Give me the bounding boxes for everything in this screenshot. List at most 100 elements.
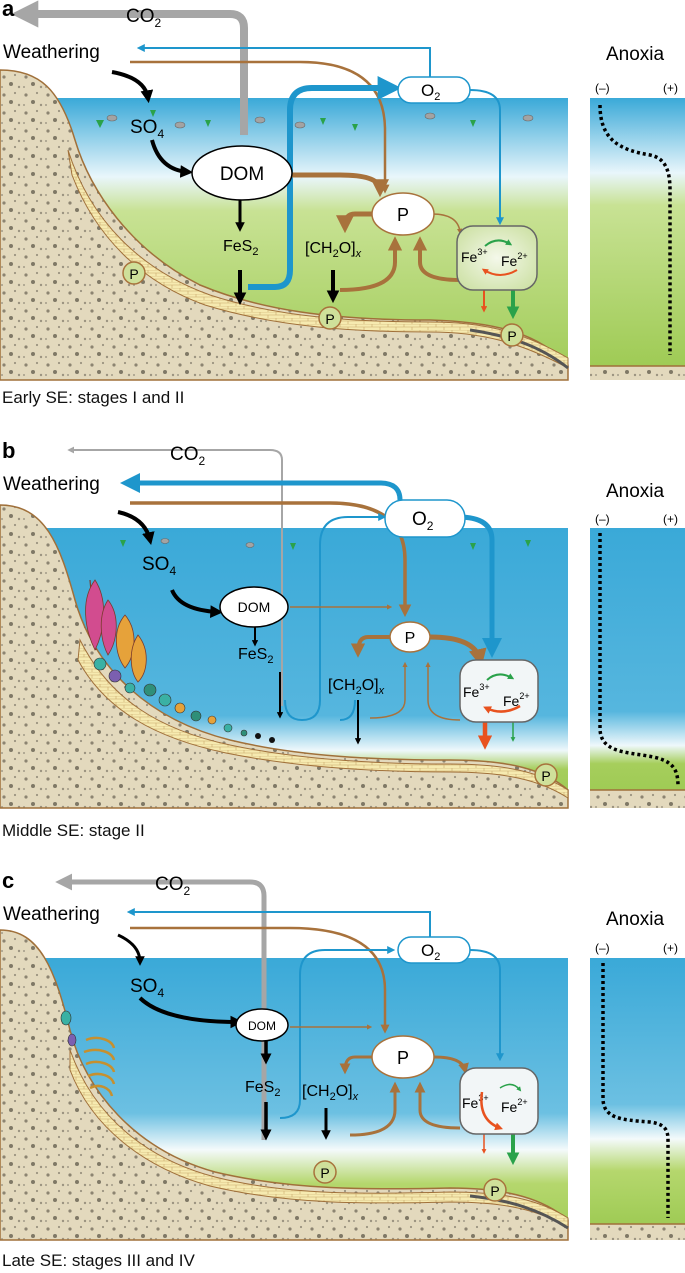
fes2-label: FeS2 [245,1079,280,1099]
sediment-particles [160,538,255,548]
so4-label: SO4 [130,117,164,141]
o2-node [397,936,471,964]
black-shale [469,328,569,370]
p-to-ch2o-arrow [339,1055,372,1075]
anoxia-plus-label: (+) [663,941,678,955]
sediment-p-marker: P [122,261,146,285]
p-to-fe-arrow [433,1055,469,1075]
dom-label: DOM [220,164,264,185]
fe-reduction-arrow [484,239,513,247]
anoxia-plus-label: (+) [663,81,678,95]
svg-text:P: P [129,266,138,282]
anoxia-curve [598,104,672,355]
marine-plankton [120,540,531,550]
so4-to-dom-arrow [170,589,224,618]
weathering-to-so4-arrow [117,510,155,545]
svg-text:P: P [490,1183,499,1199]
panel-a: DOM P O2 Fe3+ Fe2+ P P P a CO2 Weatherin… [0,0,685,407]
dom-label: DOM [238,599,271,615]
dom-label: DOM [248,1019,276,1033]
p-label: P [405,630,416,647]
panel-c: DOM P O2 Fe3+ Fe2+ P P c CO2 Weathering … [0,868,685,1270]
dom-to-p-arrow [292,172,389,198]
anoxia-profile: Anoxia (–) (+) [590,909,685,1240]
fe-oxidation-arrow [480,1091,504,1131]
fe-release-arrow [412,236,461,282]
panel-letter: b [2,438,15,463]
p-to-ch2o-arrow [336,211,372,234]
svg-text:P: P [507,328,516,344]
fe-release-arrow [425,661,461,721]
weathering-label: Weathering [3,904,100,925]
fe-oxidation-arrow [481,268,518,276]
o2-production-arrow [284,513,387,722]
p-to-ch2o-arrow [350,635,392,658]
sediment-p-marker: P [534,763,558,787]
anoxia-minus-label: (–) [595,941,610,955]
sediment-p-marker: P [483,1178,507,1202]
fe2-label: Fe2+ [501,251,528,269]
remineralisation-arrow [369,661,408,719]
p-label: P [397,1048,409,1068]
svg-text:P: P [541,768,550,784]
o2-production-arrow [279,946,396,1119]
so4-to-dom-arrow [138,996,244,1029]
fe-reduction-arrow [499,1083,522,1092]
co2-arrow [67,446,283,706]
sediment [0,504,569,809]
o2-node [384,499,466,538]
anoxia-profile: Anoxia (–) (+) [590,481,685,808]
fe-oxidation-arrow [483,704,521,714]
fe-reduction-arrow [486,673,515,681]
sediment-p-marker: P [500,323,524,347]
o2-label: O2 [421,941,440,963]
p-to-fe-arrow [431,213,463,235]
svg-text:P: P [325,311,334,327]
ch2o-label: [CH2O]x [302,1083,359,1103]
ch2o-label: [CH2O]x [328,677,385,697]
p-label: P [397,205,409,225]
svg-text:P: P [320,1165,329,1181]
co2-label: CO2 [155,874,191,898]
o2-to-weathering-arrow [136,44,431,80]
black-shale [469,1194,569,1230]
o2-production-arrow [248,76,402,290]
anoxia-title: Anoxia [606,44,665,65]
weathering-to-p-arrow [130,60,390,194]
fes2-label: FeS2 [223,238,258,258]
co2-arrow [11,0,248,135]
sediment-particles [106,112,534,129]
weathering-label: Weathering [3,42,100,63]
panel-letter: c [2,868,14,893]
weathering-to-so4-arrow [111,70,154,104]
p-node [371,192,435,236]
dom-node [235,1008,289,1042]
anoxia-minus-label: (–) [595,512,610,526]
panel-letter: a [2,0,15,21]
co2-arrow [55,873,267,1140]
p-to-fe-arrow [429,634,487,668]
fe3-label: Fe3+ [461,247,488,265]
so4-to-dom-arrow [150,139,194,178]
dom-node [191,145,293,201]
o2-to-fe-arrow [469,949,504,1062]
anoxia-curve [601,963,670,1218]
ch2o-label: [CH2O]x [305,240,362,260]
o2-production-arrow [339,699,356,721]
panel-caption: Late SE: stages III and IV [2,1251,195,1270]
fe-release-arrow [414,1081,461,1130]
anoxia-curve [598,533,680,787]
marine-plankton [96,110,476,131]
shoreline-biota [60,1010,116,1097]
o2-label: O2 [412,509,434,533]
o2-to-fe-arrow [469,89,504,226]
so4-label: SO4 [130,976,164,1000]
carbonate-shelf [69,1049,569,1229]
sediment-p-marker: P [313,1160,337,1184]
anoxia-plus-label: (+) [663,512,678,526]
anoxia-title: Anoxia [606,909,665,930]
fe2-label: Fe2+ [503,691,530,709]
fe-box [456,225,538,291]
anoxia-title: Anoxia [606,481,665,502]
